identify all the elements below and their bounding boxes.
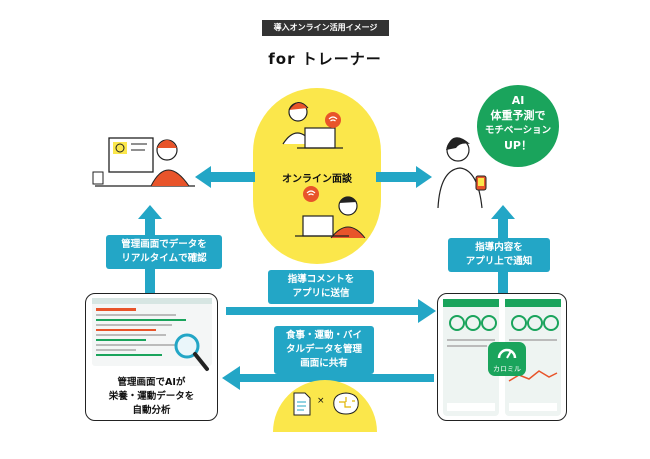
ai-brain-icon — [333, 392, 359, 415]
gauge-icon — [497, 348, 517, 359]
ai-analysis-line-2: 栄養・運動データを — [108, 391, 195, 402]
guidance-notify-label: 指導内容を アプリ上で通知 — [448, 238, 550, 272]
ai-analysis-line-3: 自動分析 — [132, 405, 171, 416]
share-line-1: 食事・運動・バイ — [285, 330, 362, 341]
share-line-3: 画面に共有 — [300, 358, 348, 369]
ai-weight-prediction-bubble: AI 体重予測で モチベーション UP！ — [477, 85, 559, 167]
karomiru-app-icon: カロミル — [488, 342, 526, 376]
guidance-line-2: アプリ上で通知 — [465, 256, 533, 267]
send-comment-line-1: 指導コメントを — [287, 274, 355, 285]
arrow-left-share-data — [222, 366, 434, 390]
app-name: カロミル — [493, 365, 521, 373]
magnifier-icon — [174, 333, 209, 371]
times-symbol: × — [317, 396, 325, 406]
trainer-illustration — [92, 137, 195, 187]
guidance-line-1: 指導内容を — [475, 242, 523, 253]
ai-analysis-caption: 管理画面でAIが 栄養・運動データを 自動分析 — [85, 376, 218, 418]
section-badge: 導入オンライン活用イメージ — [262, 20, 389, 36]
ai-bubble-line-1: AI — [511, 94, 525, 107]
arrow-right-to-user — [376, 166, 432, 188]
realtime-line-2: リアルタイムで確認 — [121, 253, 207, 264]
realtime-check-label: 管理画面でデータを リアルタイムで確認 — [106, 235, 222, 269]
arrow-right-send-comment — [226, 299, 436, 323]
realtime-line-1: 管理画面でデータを — [121, 239, 207, 250]
page-title: for トレーナー — [268, 50, 382, 68]
ai-bubble-line-3: モチベーション — [484, 125, 552, 136]
share-line-2: タルデータを管理 — [285, 344, 362, 355]
ai-analysis-line-1: 管理画面でAIが — [117, 377, 186, 388]
send-comment-label: 指導コメントを アプリに送信 — [268, 270, 374, 304]
ai-bubble-line-2: 体重予測で — [490, 109, 546, 122]
send-comment-line-2: アプリに送信 — [292, 288, 350, 299]
ai-bubble-line-4: UP！ — [504, 139, 532, 152]
user-illustration — [437, 137, 487, 209]
app-screenshot — [443, 299, 561, 416]
arrow-left-to-trainer — [195, 166, 255, 188]
online-meeting-label: オンライン面談 — [282, 174, 352, 185]
share-data-label: 食事・運動・バイ タルデータを管理 画面に共有 — [274, 326, 374, 374]
document-icon — [293, 392, 311, 416]
online-meeting-illustration — [282, 102, 366, 239]
